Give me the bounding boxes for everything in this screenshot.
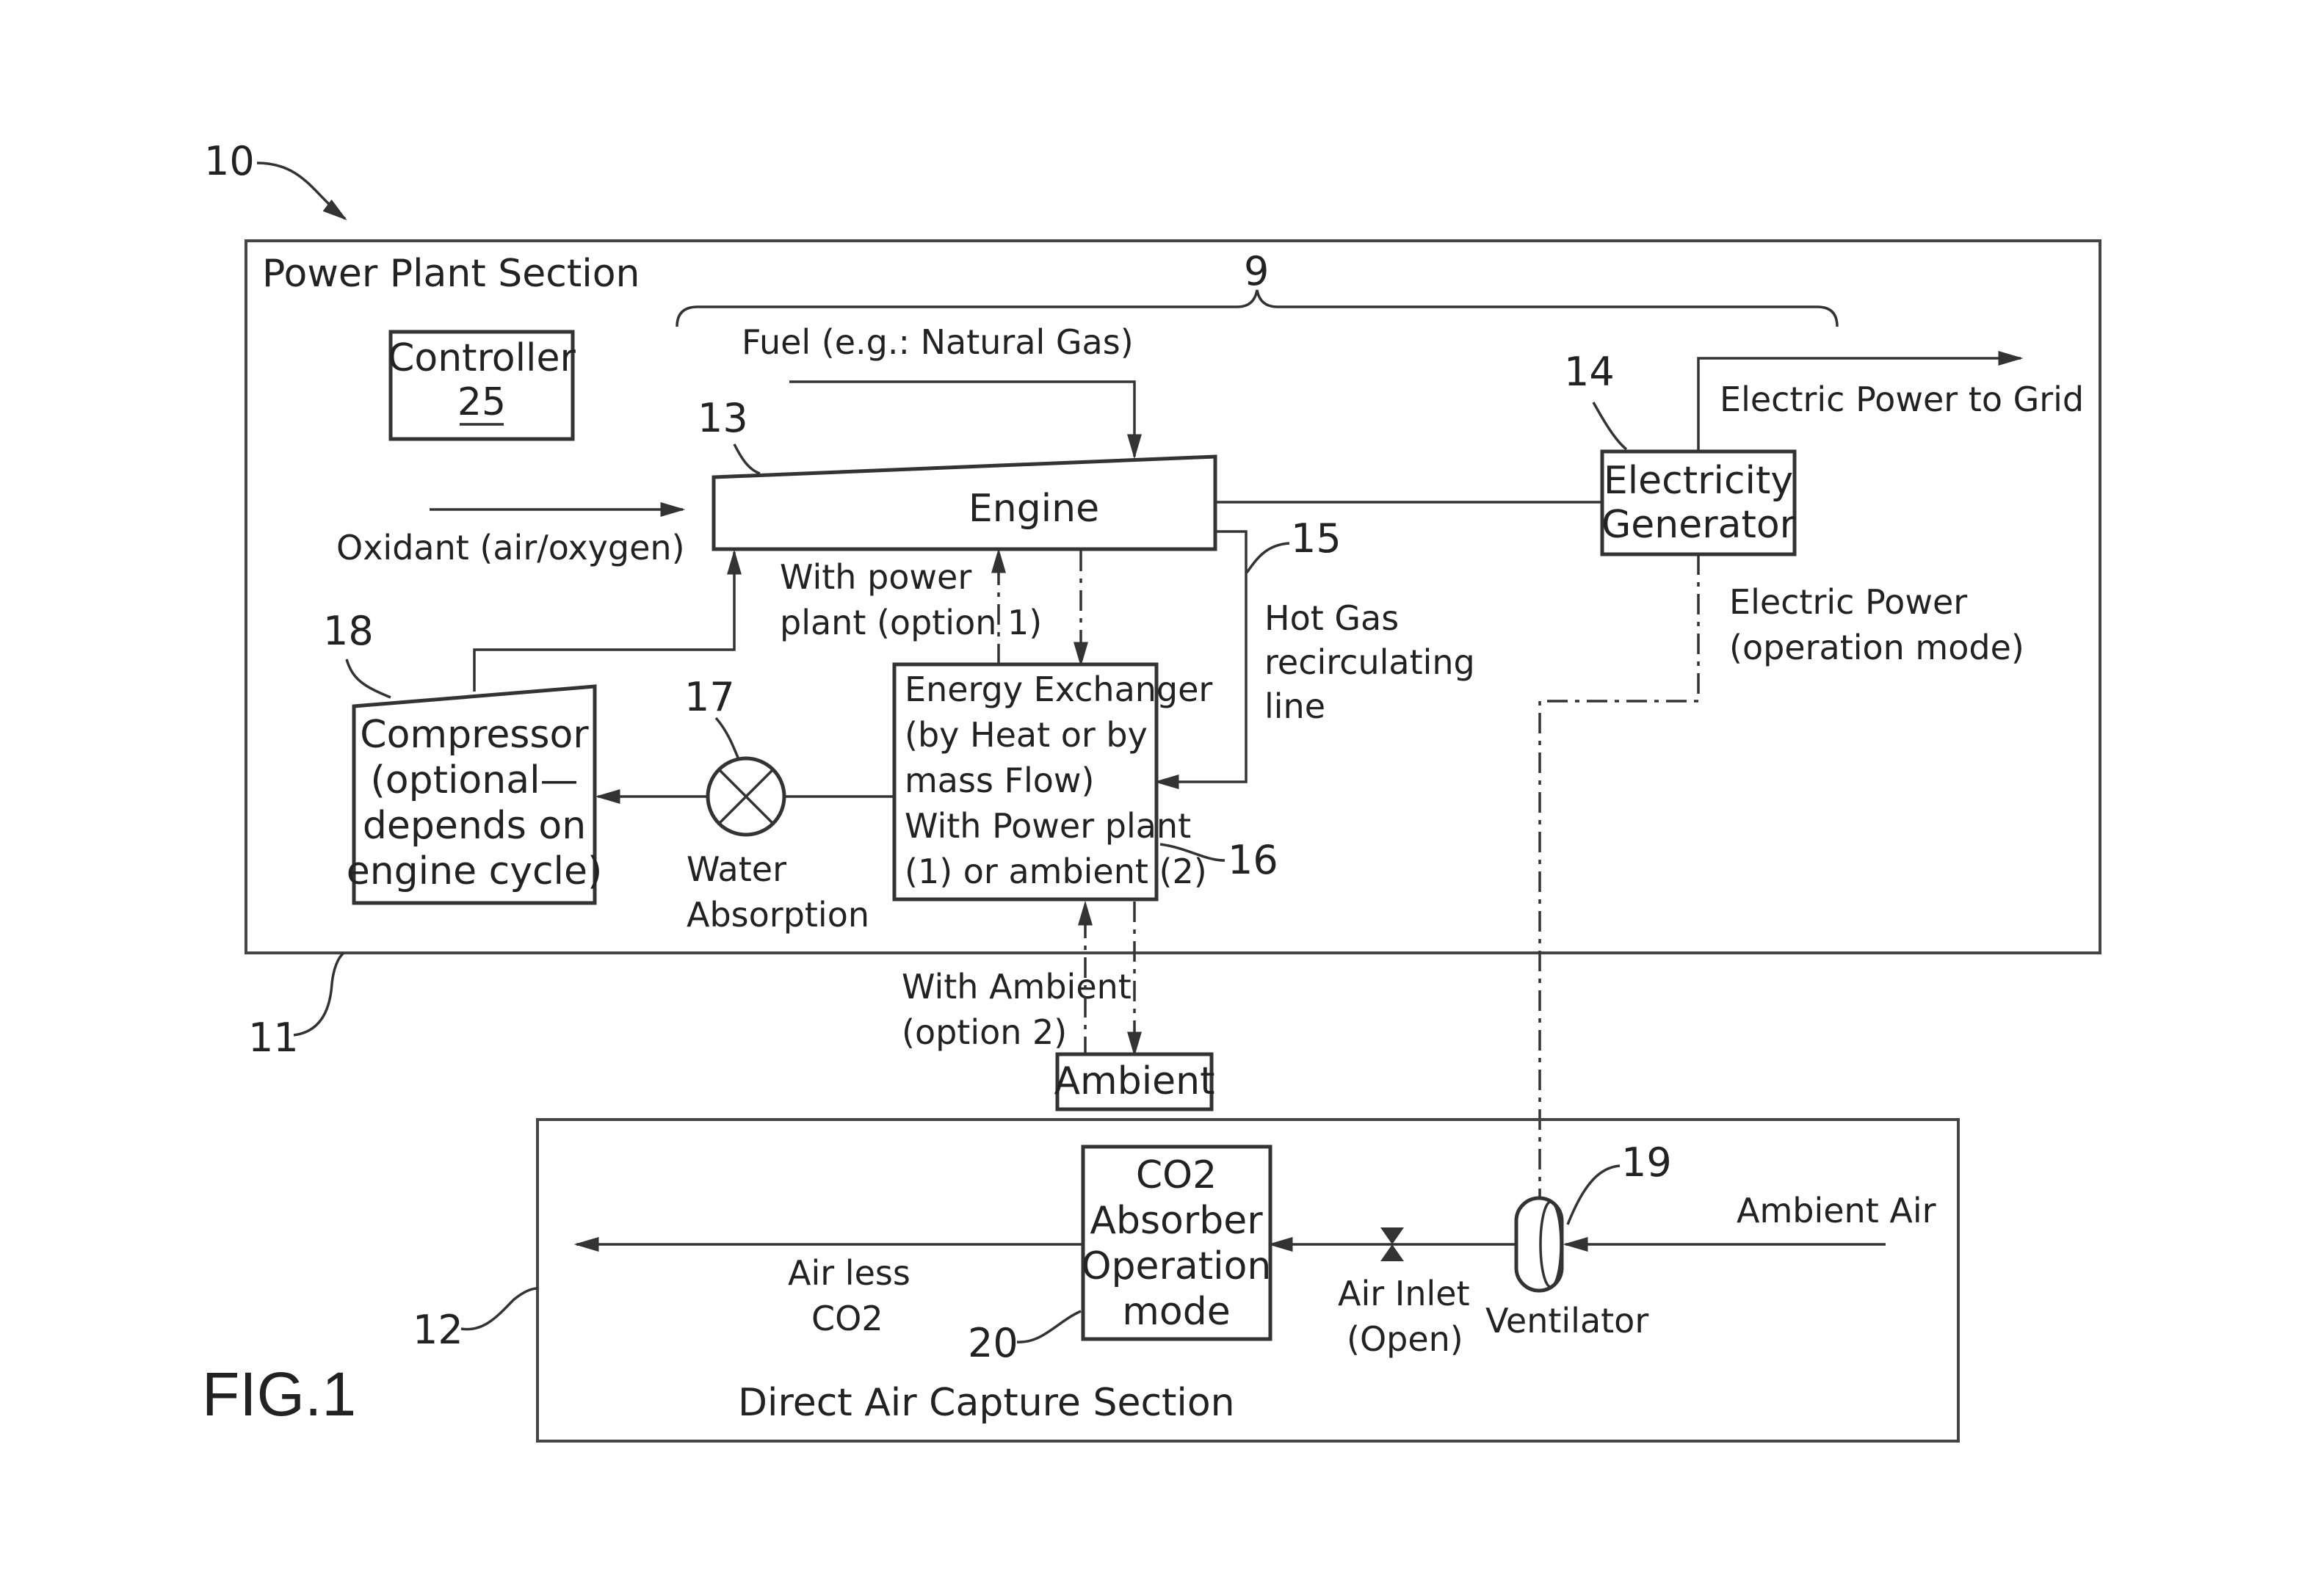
energy-exchanger-block: Energy Exchanger (by Heat or by mass Flo…: [892, 662, 1212, 902]
dac-section-frame: [536, 1118, 1960, 1443]
co2-absorber-box: [1081, 1145, 1272, 1341]
ref-15-leader: [1245, 542, 1290, 574]
ref-13: 13: [698, 395, 748, 441]
compressor-label-line3: depends on: [363, 804, 586, 848]
ref-16: 16: [1228, 837, 1278, 883]
generator-block: Electricity Generator: [1600, 449, 1797, 556]
ambient-air-label: Ambient Air: [1737, 1191, 1936, 1230]
ref-19: 19: [1621, 1139, 1672, 1186]
ambient-label: Ambient: [1054, 1059, 1214, 1103]
compressor-label-line4: engine cycle): [347, 849, 603, 893]
grid-power-arrow: [1697, 351, 2024, 451]
exchanger-label-line5: (1) or ambient (2): [905, 852, 1207, 891]
ref-15: 15: [1291, 515, 1342, 562]
ref-10: 10: [204, 138, 255, 184]
engine-box: [712, 454, 1217, 551]
ref-17: 17: [684, 674, 735, 720]
ref-10-callout: 10: [204, 138, 347, 221]
ref-11: 11: [248, 1015, 299, 1061]
electric-power-to-ventilator-line: [1538, 554, 1700, 1219]
electric-power-label-line1: Electric Power: [1729, 582, 1967, 622]
exchanger-label-line1: Energy Exchanger: [905, 670, 1212, 709]
air-less-label-line2: CO2: [811, 1299, 883, 1338]
air-less-label-line1: Air less: [788, 1253, 910, 1293]
ventilator-face: [1539, 1200, 1563, 1288]
air-inlet-valve-bottom: [1380, 1244, 1404, 1261]
air-inlet-label-line1: Air Inlet: [1338, 1274, 1470, 1313]
ref-16-leader: [1159, 843, 1225, 862]
air-inlet-valve: [1380, 1227, 1404, 1261]
brace-9: 9: [676, 248, 1839, 327]
ref-11-callout: 11: [248, 951, 345, 1061]
generator-label-line1: Electricity: [1604, 459, 1793, 503]
generator-label-line2: Generator: [1601, 503, 1796, 547]
power-plant-section-title: Power Plant Section: [262, 252, 640, 296]
ventilator: [1514, 1196, 1564, 1293]
compressor-label-line2: (optional—: [370, 758, 578, 802]
fuel-arrow: [789, 380, 1142, 460]
controller-label: Controller: [388, 336, 576, 380]
fuel-label: Fuel (e.g.: Natural Gas): [742, 322, 1134, 362]
ref-12-leader: [460, 1287, 538, 1331]
absorber-label-line2: Absorber: [1090, 1199, 1263, 1243]
power-plant-section-frame: [245, 239, 2101, 954]
engine-block: Engine: [712, 454, 1217, 551]
air-inlet-label-line2: (Open): [1347, 1319, 1463, 1359]
compressor-label-line1: Compressor: [360, 713, 589, 757]
hot-gas-label-line1: Hot Gas: [1264, 598, 1399, 638]
ref-11-leader: [293, 951, 345, 1037]
ref-20-leader: [1016, 1310, 1082, 1343]
ambient-box: [1055, 1052, 1214, 1111]
engine-label: Engine: [969, 487, 1099, 531]
absorber-label-line3: Operation: [1082, 1244, 1272, 1288]
ref-13-leader: [733, 443, 761, 475]
water-absorption-valve: [706, 756, 786, 837]
ref-19-leader: [1566, 1164, 1621, 1225]
ref-18: 18: [323, 608, 374, 654]
valve-cross-b: [717, 768, 775, 825]
compressor-to-engine-arrow: [473, 549, 742, 692]
water-absorption-label-line2: Absorption: [687, 895, 869, 935]
ref-14: 14: [1564, 349, 1615, 395]
with-ambient-label-line1: With Ambient: [902, 967, 1132, 1006]
with-power-plant-label-line2: plant (option 1): [780, 603, 1042, 642]
dac-section-title: Direct Air Capture Section: [738, 1381, 1235, 1425]
co2-absorber-block: CO2 Absorber Operation mode: [1081, 1145, 1272, 1341]
energy-exchanger-box: [892, 662, 1159, 902]
ref-20: 20: [968, 1320, 1018, 1366]
exchanger-label-line4: With Power plant: [905, 806, 1191, 846]
with-power-plant-label-line1: With power: [780, 557, 971, 597]
controller-number: 25: [457, 380, 506, 424]
ref-10-leader-arrow: [256, 162, 347, 221]
controller-block: Controller 25: [388, 330, 576, 441]
electric-power-label-line2: (operation mode): [1729, 628, 2024, 667]
grid-label: Electric Power to Grid: [1720, 380, 2084, 419]
ref-9: 9: [1244, 248, 1269, 294]
ref-14-leader: [1592, 402, 1628, 451]
oxidant-label: Oxidant (air/oxygen): [336, 528, 685, 567]
hot-gas-label-line3: line: [1264, 686, 1325, 726]
ref-17-leader: [714, 717, 739, 758]
water-absorption-label-line1: Water: [687, 849, 786, 889]
ambient-block: Ambient: [1054, 1052, 1215, 1111]
ventilator-label: Ventilator: [1485, 1301, 1648, 1341]
exchanger-label-line2: (by Heat or by: [905, 715, 1148, 755]
absorber-label-line1: CO2: [1136, 1153, 1217, 1197]
compressor-block: Compressor (optional— depends on engine …: [347, 684, 603, 905]
ref-18-leader: [345, 659, 391, 699]
ref-12: 12: [413, 1307, 463, 1353]
controller-box: [388, 330, 575, 441]
figure-label: FIG.1: [202, 1360, 356, 1429]
air-inlet-valve-top: [1380, 1227, 1404, 1244]
ventilator-body: [1514, 1196, 1564, 1293]
absorber-label-line4: mode: [1122, 1290, 1230, 1334]
hot-gas-recirculating-line: [1154, 530, 1248, 789]
compressor-box: [352, 684, 597, 905]
with-ambient-label-line2: (option 2): [902, 1012, 1067, 1052]
hot-gas-label-line2: recirculating: [1264, 642, 1475, 682]
exchanger-label-line3: mass Flow): [905, 761, 1095, 800]
brace-9-shape: [676, 289, 1839, 327]
